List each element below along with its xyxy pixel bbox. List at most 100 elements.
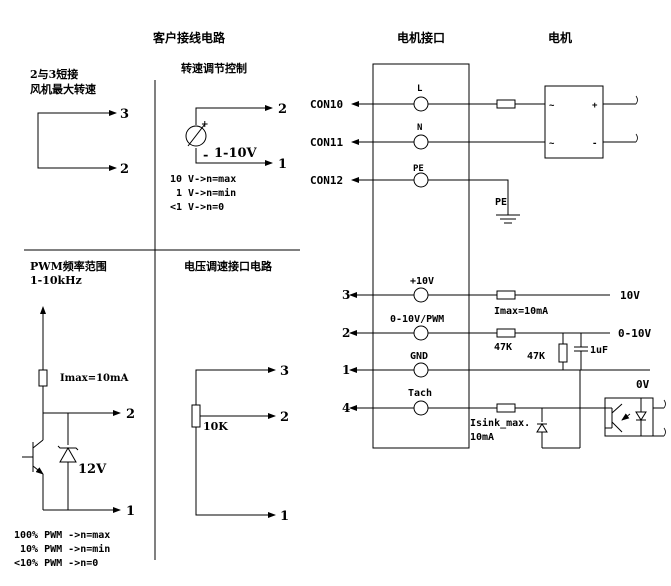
heading-customer-wiring: 客户接线电路 [152,30,226,45]
opto-collector [611,403,623,414]
panel-pwm: PWM频率范围 1-10kHz Imax=10mA 2 12V 1 100% P… [14,259,135,569]
pwm-resistor [38,369,48,387]
note-imax: Imax=10mA [494,306,548,317]
con11-label: CON11 [310,136,343,149]
motor-rectifier [544,85,604,159]
terminal-10v [413,287,429,303]
pin-10v-label: +10V [410,276,434,287]
terminal-L [413,96,429,112]
motor-out-ends [635,95,638,143]
diode-icon [536,423,548,433]
opto-light-arrow [621,413,631,421]
pwm-pin-1: 1 [126,504,135,519]
bridge-title-line2: 风机最大转速 [30,82,96,96]
speed-title: 转速调节控制 [181,61,247,75]
cap-label: 1uF [590,345,608,356]
right-signal: 0-10V [618,327,651,340]
motor-ac-2: ~ [549,139,555,149]
heading-motor-interface: 电机接口 [397,30,445,45]
resistor-47k-series [496,328,516,338]
panel-voltage-interface: 电压调速接口电路 10K 3 2 1 [184,259,289,524]
speed-plus: + [201,120,209,130]
speed-note-2: <1 V->n=0 [170,202,224,213]
speed-note-1: 1 V->n=min [176,187,236,199]
voltage-pin-2: 2 [280,410,289,425]
speed-pin-1: 1 [278,157,287,172]
pwm-note-0: 100% PWM ->n=max [14,530,110,541]
bridge-wire [37,112,116,169]
terminal-tach [413,400,429,416]
note-47k-shunt: 47K [527,351,545,362]
pin-gnd-label: GND [410,351,428,362]
voltage-pin-3: 3 [280,364,289,379]
bridge-pin-3: 3 [120,107,129,122]
voltage-wire-bottom [195,427,275,516]
opto-out-ends [663,399,666,437]
terminal-signal [413,325,429,341]
note-sink-value: 10mA [470,432,494,443]
potentiometer [191,404,201,428]
interface-box [372,63,470,449]
pe-ground-label: PE [495,197,507,208]
voltage-source-adjust [187,123,206,147]
terminal-gnd [413,362,429,378]
lower-num-2: 2 [342,326,350,340]
con10-label: CON10 [310,98,343,111]
right-gnd: 0V [636,378,650,391]
voltage-wire-top [195,369,275,405]
con12-label: CON12 [310,174,343,187]
zener-bar [57,445,79,451]
note-isink: Isink_max. [470,417,530,429]
pin-L-label: L [417,84,423,94]
pin-PE-label: PE [413,164,424,174]
speed-minus: - [203,148,208,163]
terminal-N [413,134,429,150]
speed-wire-top [195,107,272,125]
pwm-title-line2: 1-10kHz [30,274,82,287]
terminal-PE [413,172,429,188]
motor-minus: - [592,139,597,149]
resistor-10v [496,290,516,300]
right-10v: 10V [620,289,640,302]
panel-bridge: 2与3短接 风机最大转速 3 2 [30,67,129,177]
lower-num-1: 1 [342,363,350,377]
speed-wire-bottom [195,148,272,164]
voltage-title: 电压调速接口电路 [184,259,273,273]
lower-num-4: 4 [342,401,350,415]
opto-led-icon [635,411,647,421]
resistor-tach [496,403,516,413]
pe-line [428,179,509,215]
resistor-47k-shunt [558,343,568,363]
interface-upper: CON10 CON11 CON12 L N PE PE ~ ~ + - [310,84,638,224]
voltage-source-symbol [185,125,207,147]
lower-num-3: 3 [342,288,350,302]
pwm-note-2: <10% PWM ->n=0 [14,558,98,569]
pin-N-label: N [417,123,422,133]
voltage-pin-1: 1 [280,509,289,524]
pwm-zener-label: 12V [78,462,107,477]
heading-motor: 电机 [548,30,572,45]
speed-note-0: 10 V->n=max [170,174,236,185]
pwm-emitter [32,465,44,475]
speed-pin-2: 2 [278,102,287,117]
motor-ac-1: ~ [549,101,555,111]
pwm-title-line1: PWM频率范围 [30,259,107,273]
pwm-imax: Imax=10mA [60,373,129,384]
pin-signal-label: 0-10V/PWM [390,314,444,325]
pwm-note-1: 10% PWM ->n=min [20,543,110,555]
bridge-pin-2: 2 [120,162,129,177]
pwm-pin-2: 2 [126,407,135,422]
voltage-pot-label: 10K [203,420,228,433]
fuse [496,99,516,109]
pwm-collector [32,439,44,449]
interface-lower: 3 2 1 4 +10V 0-10V/PWM GND Tach Imax=10m… [342,276,666,449]
speed-voltage-label: 1-10V [214,146,258,161]
note-47k-series: 47K [494,342,512,353]
pin-tach-label: Tach [408,388,432,399]
motor-plus: + [592,101,598,111]
optocoupler [604,397,654,437]
opto-emitter [611,421,623,433]
panel-speed-control: 转速调节控制 + - 1-10V 2 1 10 V->n=max 1 V->n=… [170,61,287,213]
